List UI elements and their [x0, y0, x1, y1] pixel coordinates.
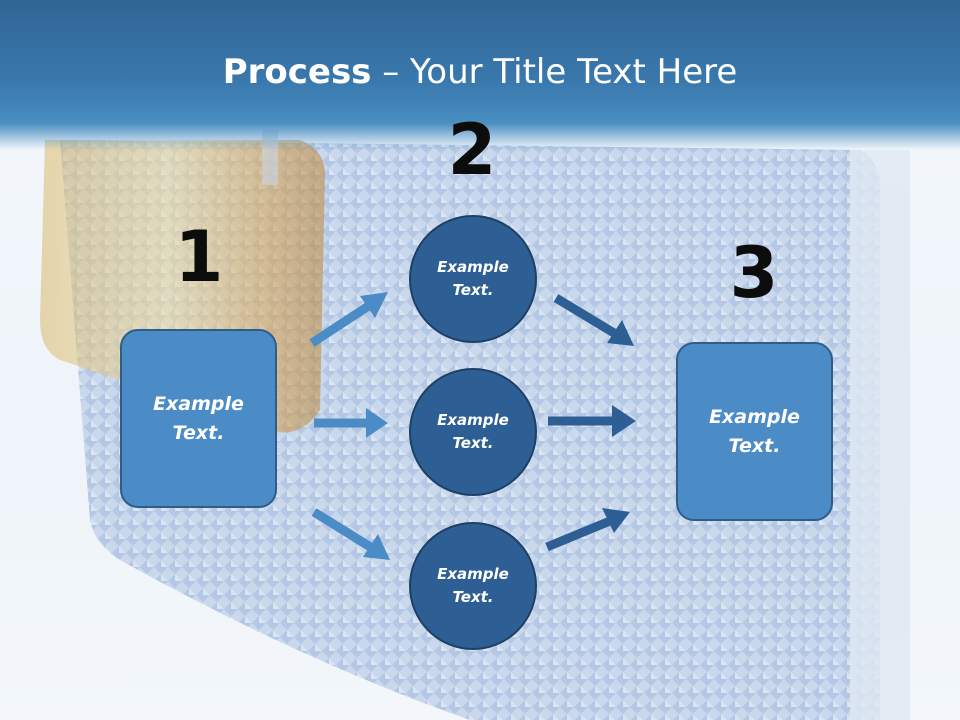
step-number-3: 3	[729, 232, 779, 314]
arrow-middle-to-right	[548, 405, 636, 437]
slide-title: Process – Your Title Text Here	[0, 52, 960, 92]
step-3-box: Example Text.	[676, 342, 833, 521]
title-bold: Process	[222, 52, 372, 92]
step-1-box: Example Text.	[120, 329, 277, 508]
step-2-circle-top: Example Text.	[409, 215, 537, 343]
step-number-1: 1	[174, 216, 224, 298]
arrow-top-to-right	[553, 294, 634, 346]
arrow-left-to-top	[309, 292, 388, 347]
arrow-left-to-bottom	[311, 508, 390, 560]
step-2-circle-bottom: Example Text.	[409, 522, 537, 650]
step-2-circle-middle: Example Text.	[409, 368, 537, 496]
arrow-left-to-middle	[314, 408, 388, 438]
arrow-bottom-to-right	[545, 508, 630, 552]
title-banner	[0, 0, 960, 150]
title-rest: – Your Title Text Here	[371, 52, 738, 92]
step-number-2: 2	[447, 109, 497, 191]
